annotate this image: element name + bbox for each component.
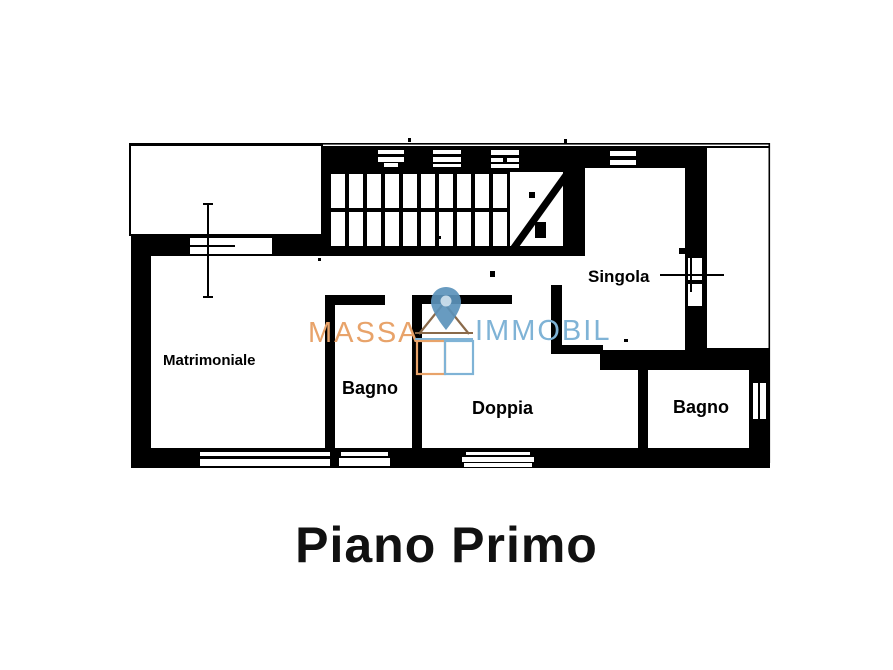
page-title: Piano Primo [295,517,598,573]
room-label-doppia: Doppia [472,398,533,418]
balcony-upper-left [129,144,323,236]
interior-walls [325,285,648,450]
room-label-matrimoniale: Matrimoniale [163,352,256,369]
window-doppia-bottom [462,452,534,467]
window-bagno2-right [753,383,766,419]
window-top-2 [433,150,461,167]
balcony-upper-right [705,146,769,350]
staircase [323,168,585,256]
window-top-3 [491,150,519,168]
window-top-4 [610,151,636,165]
room-label-singola: Singola [588,267,650,286]
window-top-1 [378,150,404,167]
dimension-marks [180,138,724,342]
room-label-bagno-2: Bagno [673,397,729,417]
window-matrimoniale-bottom [200,452,330,466]
room-label-bagno-1: Bagno [342,378,398,398]
window-bagno1-bottom [339,452,390,466]
